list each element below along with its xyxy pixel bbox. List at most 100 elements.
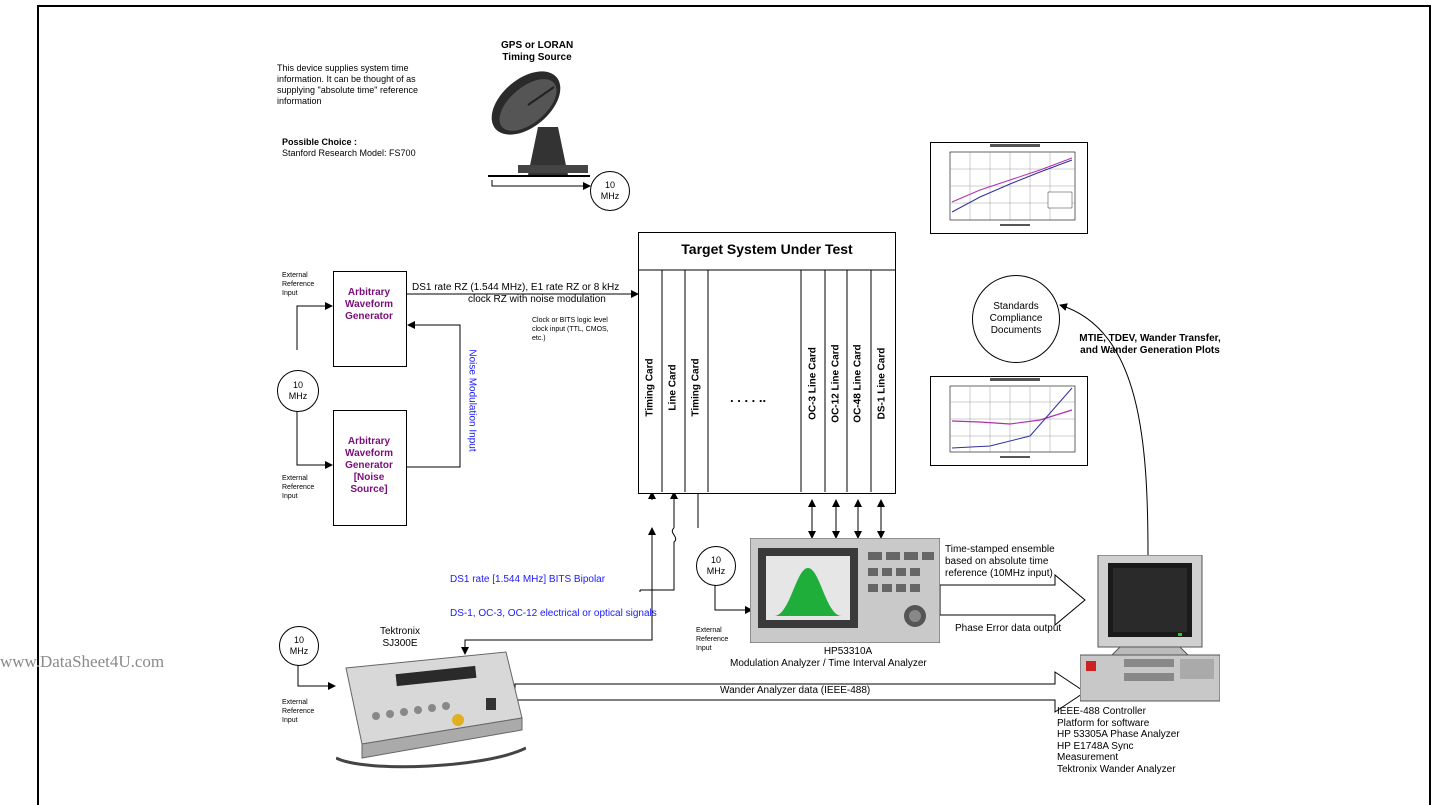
target-system-box <box>638 232 896 494</box>
standards-line: Documents <box>990 325 1042 336</box>
awg-label-line: Waveform <box>345 299 393 310</box>
tektronix-analyzer-icon <box>336 651 526 769</box>
phase-error-label: Phase Error data output <box>955 623 1062 634</box>
controller-computer-icon <box>1080 555 1220 702</box>
card-line: Line Card <box>667 364 679 411</box>
bits-bipolar-label: DS1 rate [1.544 MHz] BITS Bipolar <box>450 574 606 585</box>
clock-line: Clock or BITS logic level <box>532 317 608 324</box>
ext-ref-line: Input <box>696 645 712 652</box>
hp-ext-ref: External Reference Input <box>696 626 728 653</box>
awg-label-line: [Noise <box>353 472 385 483</box>
ds1-signal-label: DS1 rate RZ (1.544 MHz), E1 rate RZ or 8… <box>412 282 619 306</box>
ref-line: 10 <box>604 180 615 190</box>
card-timing-2: Timing Card <box>690 358 702 417</box>
ref-line: 10 <box>293 635 304 645</box>
awg-label-line: Generator <box>345 311 393 322</box>
standards-line: Standards <box>993 301 1039 312</box>
tek-ext-ref: External Reference Input <box>282 698 314 725</box>
card-ds1: DS-1 Line Card <box>876 347 888 420</box>
ref-line: MHz <box>706 566 726 576</box>
card-timing-1: Timing Card <box>644 358 656 417</box>
watermark-text: www.DataSheet4U.com <box>0 652 165 671</box>
standards-line: Compliance <box>989 313 1043 324</box>
wander-data-label: Wander Analyzer data (IEEE-488) <box>720 685 871 696</box>
ds-oc-signals-label: DS-1, OC-3, OC-12 electrical or optical … <box>450 608 657 619</box>
ext-ref-line: Reference <box>696 636 729 643</box>
ref-line: MHz <box>288 391 308 401</box>
controller-line: Measurement <box>1057 752 1119 763</box>
controller-line: HP 53305A Phase Analyzer <box>1057 729 1180 740</box>
awg-label-line: Arbitrary <box>347 436 391 447</box>
tdev-plot-thumbnail <box>930 376 1088 466</box>
ext-ref-line: Input <box>282 717 298 724</box>
controller-line: Tektronix Wander Analyzer <box>1057 763 1176 775</box>
gps-title-line: GPS or LORAN <box>501 40 574 51</box>
plots-label: MTIE, TDEV, Wander Transfer, and Wander … <box>1066 333 1234 357</box>
possible-choice-label: Possible Choice : <box>282 137 358 147</box>
signal-line: clock RZ with noise modulation <box>468 294 606 305</box>
controller-line: IEEE-488 Controller <box>1057 706 1146 717</box>
satellite-dish-icon <box>491 71 588 175</box>
ext-ref-line: Input <box>282 493 298 500</box>
ref-line: MHz <box>289 646 309 656</box>
tek-name-line: Tektronix <box>379 626 420 637</box>
clock-line: etc.) <box>532 335 546 342</box>
noise-modulation-label: Noise Modulation Input <box>466 349 478 452</box>
card-oc3: OC-3 Line Card <box>807 347 819 420</box>
controller-line: Platform for software <box>1057 717 1150 729</box>
possible-choice-value: Stanford Research Model: FS700 <box>282 148 416 158</box>
gps-title-line: Timing Source <box>502 52 572 63</box>
ext-ref-line: Input <box>282 290 298 297</box>
ext-ref-line: External <box>282 475 308 482</box>
gps-title: GPS or LORAN Timing Source <box>501 40 573 64</box>
hp-analyzer-subtitle: Modulation Analyzer / Time Interval Anal… <box>730 658 927 669</box>
mtie-plot-thumbnail <box>930 142 1088 234</box>
gps-description: This device supplies system time informa… <box>277 63 418 107</box>
clock-line: clock input (TTL, CMOS, <box>532 326 609 333</box>
ext-ref-line: Reference <box>282 281 315 288</box>
awg-box-2 <box>333 410 407 526</box>
awg-box-1 <box>333 271 407 367</box>
controller-description: IEEE-488 Controller Platform for softwar… <box>1057 706 1180 775</box>
ref-line: 10 <box>710 555 721 565</box>
plots-line: MTIE, TDEV, Wander Transfer, <box>1079 333 1221 344</box>
ext-ref-line: External <box>282 272 308 279</box>
gps-desc-line: information. It can be thought of as <box>277 74 416 84</box>
card-oc48: OC-48 Line Card <box>852 344 864 423</box>
awg-label-2: Arbitrary Waveform Generator [Noise Sour… <box>333 436 405 496</box>
card-ellipsis: . . . . .. <box>730 390 767 405</box>
controller-line: HP E1748A Sync <box>1057 740 1134 752</box>
standards-circle: Standards Compliance Documents <box>972 275 1060 363</box>
hp-analyzer-name: HP53310A <box>758 646 938 658</box>
ts-line: reference (10MHz input) <box>945 568 1053 579</box>
ts-line: Time-stamped ensemble <box>945 544 1055 555</box>
signal-line: DS1 rate RZ (1.544 MHz), E1 rate RZ or 8… <box>412 282 620 293</box>
target-card-dividers <box>638 269 896 492</box>
ref-line: 10 <box>292 380 303 390</box>
ext-ref-line: Reference <box>282 708 315 715</box>
page-frame <box>37 5 1431 805</box>
awg-label-line: Source] <box>350 484 388 495</box>
awg2-ext-ref: External Reference Input <box>282 474 314 501</box>
awg1-ext-ref: External Reference Input <box>282 271 314 298</box>
hp-analyzer-icon <box>750 538 940 643</box>
gps-desc-line: This device supplies system time <box>277 63 409 73</box>
awg-label-1: Arbitrary Waveform Generator <box>333 287 405 323</box>
clock-input-label: Clock or BITS logic level clock input (T… <box>532 316 609 343</box>
target-system-title: Target System Under Test <box>681 241 853 257</box>
tek-name-line: SJ300E <box>382 638 418 649</box>
card-oc12: OC-12 Line Card <box>830 344 842 423</box>
hp-name-line: HP53310A <box>823 646 873 657</box>
tek-name: Tektronix SJ300E <box>370 626 430 650</box>
awg-label-line: Generator <box>345 460 393 471</box>
awg-label-line: Arbitrary <box>347 287 391 298</box>
gps-desc-line: information <box>277 96 322 106</box>
plots-line: and Wander Generation Plots <box>1080 345 1220 356</box>
timestamp-label: Time-stamped ensemble based on absolute … <box>945 544 1055 580</box>
ext-ref-line: Reference <box>282 484 315 491</box>
